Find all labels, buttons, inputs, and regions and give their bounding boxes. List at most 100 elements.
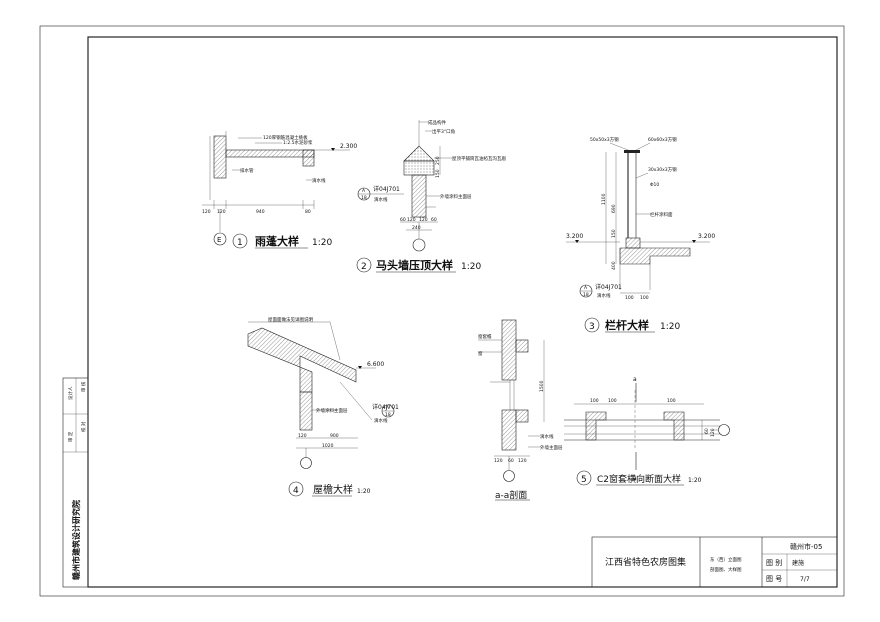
eave-dim-120: 120	[298, 433, 307, 439]
railing-dim-150: 150	[611, 229, 617, 238]
canopy-axis-label: E	[217, 236, 221, 244]
section-note-drip: 滴水线	[540, 433, 554, 440]
railing-note-phi: Φ10	[650, 182, 659, 188]
parapet-scale: 1:20	[461, 262, 481, 272]
section-note-hood: 窗套檐	[478, 333, 492, 340]
window-dim-60: 60	[704, 428, 710, 434]
sheet-outer-border	[39, 25, 845, 597]
eave-note-coating: 外墙涂料主面层	[316, 407, 348, 414]
railing-ref: 详04J701	[595, 283, 622, 291]
side-label-designer: 设计人	[67, 386, 74, 400]
parapet-dim-60b: 60	[431, 217, 437, 223]
section-title: a-a剖面	[495, 489, 527, 501]
parapet-title: 马头墙压顶大样	[376, 258, 453, 272]
atlas-title: 江西省特色农房图集	[605, 556, 686, 568]
parapet-dim-250: 250	[435, 156, 441, 165]
eave-dim-900: 900	[330, 433, 339, 439]
canopy-dim-1: 120	[202, 209, 211, 215]
eave-detail-number: 4	[293, 486, 299, 496]
number-value: 7/7	[800, 576, 810, 583]
detail-eave: 屋面面做法见详图说明 外墙涂料主面层 6.600 详04J701 A 18 滴水…	[247, 316, 399, 497]
window-dim-100a: 100	[590, 398, 599, 404]
category-value: 建施	[792, 559, 804, 567]
parapet-dim-60a: 60	[400, 217, 406, 223]
parapet-ref: 详04J701	[373, 185, 400, 193]
canopy-note-mortar: 1:2.5水泥砂浆	[283, 139, 313, 146]
eave-ref: 详04J701	[372, 403, 399, 411]
railing-ref-a: A	[584, 285, 588, 291]
project-code: 赣州市-05	[790, 542, 822, 551]
railing-note-50: 50x50x3方钢	[590, 136, 619, 143]
canopy-dim-2: 120	[217, 209, 226, 215]
eave-note-drip: 滴水线	[374, 417, 388, 424]
window-dim-120: 120	[710, 428, 716, 437]
parapet-detail-number: 2	[361, 262, 367, 272]
eave-ref-a: A	[386, 405, 390, 411]
detail-section-aa: 窗套檐 窗 滴水线 外墙主面层 1500 120 60 120 a-a剖面	[478, 319, 563, 501]
parapet-ref-b: 18	[361, 195, 367, 201]
section-dim-60: 60	[508, 458, 514, 464]
railing-dim-1100: 1100	[601, 193, 607, 205]
railing-note-60: 60x60x3方钢	[648, 136, 677, 143]
railing-elev-left: 3.200	[566, 233, 583, 240]
canopy-note-drain: 排水管	[240, 167, 254, 174]
railing-scale: 1:20	[660, 322, 680, 332]
drawing-desc-2: 剖面图、大样图	[710, 566, 742, 573]
railing-title: 栏杆大样	[605, 318, 649, 332]
parapet-note-prefab: 成品构件	[428, 119, 446, 126]
parapet-note-coating: 外墙涂料主面层	[440, 193, 472, 200]
detail-parapet: 成品构件 出平3°口角 屋顶平铺筒瓦油毡瓦沟瓦眉 外墙涂料主面层 250 150…	[356, 119, 506, 273]
canopy-dim-3: 940	[256, 209, 265, 215]
institute-name: 赣州市建筑设计研究院	[71, 500, 81, 580]
sheet-inner-frame	[87, 36, 838, 588]
window-section-mark-top: a	[633, 376, 637, 383]
railing-dim-100a: 100	[625, 295, 634, 301]
canopy-title: 雨蓬大样	[255, 234, 299, 248]
eave-note-roof: 屋面面做法见详图说明	[268, 316, 313, 323]
parapet-dim-120b: 120	[419, 217, 428, 223]
railing-detail-number: 3	[589, 322, 595, 332]
section-note-window: 窗	[478, 350, 483, 357]
railing-dim-100b: 100	[640, 295, 649, 301]
category-label: 图 别	[766, 558, 782, 567]
detail-canopy: 120厚钢筋混凝土挑板 1:2.5水泥砂浆 排水管 滴水线 2.300 120 …	[202, 131, 357, 249]
side-label-check: 校 对	[80, 421, 87, 432]
railing-dim-690: 690	[611, 204, 617, 213]
parapet-note-corner: 出平3°口角	[432, 128, 455, 135]
parapet-note-drip: 滴水线	[374, 196, 388, 203]
railing-note-30: 30x30x3方钢	[648, 166, 677, 173]
eave-dim-1020: 1020	[322, 443, 334, 449]
section-dim-1500: 1500	[539, 380, 545, 392]
side-label-approve: 审 定	[67, 431, 74, 442]
window-section-mark-bottom: a	[633, 475, 637, 482]
eave-scale: 1:20	[357, 488, 371, 495]
window-detail-number: 5	[581, 475, 587, 485]
eave-elevation: 6.600	[367, 361, 384, 368]
detail-window-surround: a a 100 100 100 60 120 5 C2窗套横向断面大样 1:20	[564, 376, 730, 486]
side-label-review: 审 核	[80, 381, 87, 392]
section-note-surface: 外墙主面层	[540, 444, 563, 451]
parapet-dim-120a: 120	[407, 217, 416, 223]
canopy-scale: 1:20	[312, 238, 332, 248]
canopy-note-drip: 滴水线	[312, 177, 326, 184]
parapet-note-roof: 屋顶平铺筒瓦油毡瓦沟瓦眉	[452, 155, 506, 162]
section-dim-120a: 120	[494, 458, 503, 464]
eave-title: 屋檐大样	[313, 483, 353, 496]
canopy-detail-number: 1	[237, 238, 243, 248]
window-dim-100b: 100	[608, 398, 617, 404]
canopy-dim-4: 80	[305, 209, 311, 215]
number-label: 图 号	[766, 575, 782, 583]
drawing-desc-1: 东（西）立面图	[710, 556, 742, 563]
canopy-elevation: 2.300	[340, 143, 357, 150]
section-dim-120b: 120	[518, 458, 527, 464]
detail-railing: 50x50x3方钢 60x60x3方钢 30x30x3方钢 Φ10 栏杆涂料面 …	[566, 136, 715, 333]
title-block: 江西省特色农房图集 东（西）立面图 剖面图、大样图 赣州市-05 图 别 建施 …	[591, 536, 838, 588]
railing-dim-400: 400	[611, 261, 617, 270]
window-dim-100c: 100	[667, 398, 676, 404]
railing-note-paint: 栏杆涂料面	[650, 211, 673, 218]
eave-ref-b: 18	[385, 412, 391, 418]
window-title: C2窗套横向断面大样	[597, 473, 681, 485]
railing-note-drip: 滴水线	[597, 292, 611, 299]
parapet-dim-240: 240	[412, 225, 421, 231]
